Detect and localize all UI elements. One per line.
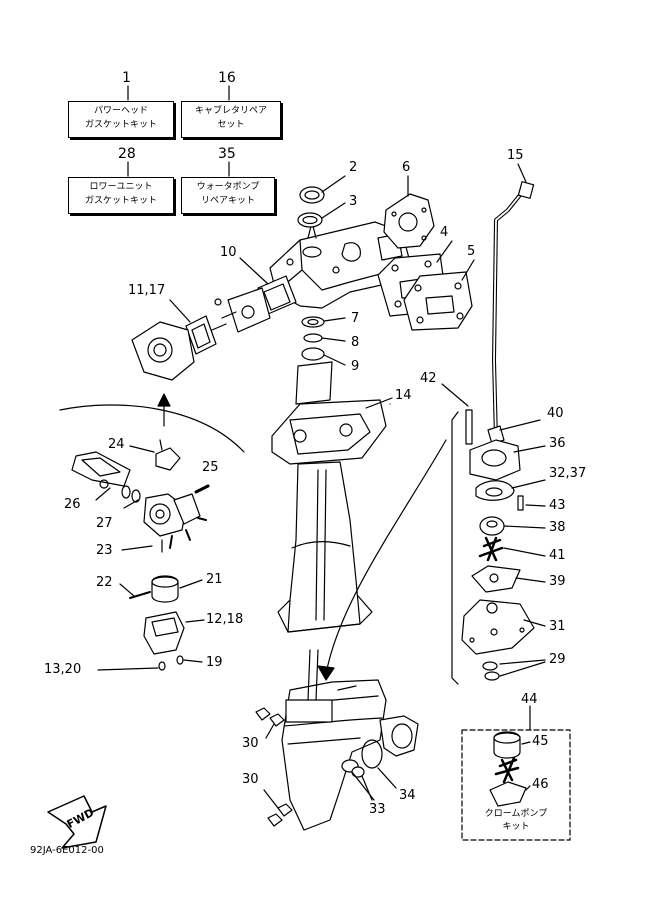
chrome-kit-line1: クロームポンプ <box>484 809 548 819</box>
chrome-pump-kit-label: クロームポンプ キット <box>462 808 570 834</box>
kit-line2: リペアキット <box>200 196 255 206</box>
kit-line1: パワーヘッド <box>93 106 148 116</box>
part-label-5: 5 <box>467 244 476 259</box>
kit-line1: ロワーユニット <box>89 182 153 192</box>
part-label-8: 8 <box>351 335 360 350</box>
part-label-40: 40 <box>547 406 564 421</box>
carburetor-parts <box>71 439 210 671</box>
chrome-pump-parts <box>489 731 531 807</box>
kit-box-carb-repair: キャブレタリペア セット <box>181 101 281 138</box>
kit-number-35: 35 <box>218 146 236 162</box>
part-label-4: 4 <box>440 225 449 240</box>
kit-tick-lines <box>127 85 230 177</box>
diagram-code: 92JA-6E012-00 <box>30 845 104 856</box>
kit-number-28: 28 <box>118 146 136 162</box>
part-label-27: 27 <box>96 516 113 531</box>
part-label-24: 24 <box>108 437 125 452</box>
part-label-6: 6 <box>402 160 411 175</box>
part-label-7: 7 <box>351 311 360 326</box>
lower-unit <box>255 649 419 831</box>
part-label-34: 34 <box>399 788 416 803</box>
part-label-2: 2 <box>349 160 358 175</box>
part-label-12-18: 12,18 <box>206 612 244 627</box>
part-label-33: 33 <box>369 802 386 817</box>
part-label-26: 26 <box>64 497 81 512</box>
part-label-3: 3 <box>349 194 358 209</box>
exhaust-covers <box>377 240 475 331</box>
part-label-42: 42 <box>420 371 437 386</box>
part-label-44: 44 <box>521 692 538 707</box>
kit-line2: ガスケットキット <box>84 196 157 206</box>
part-label-39: 39 <box>549 574 566 589</box>
part-label-15: 15 <box>507 148 524 163</box>
part-label-19: 19 <box>206 655 223 670</box>
part-label-10: 10 <box>220 245 237 260</box>
water-pump-group <box>441 383 546 685</box>
part-label-22: 22 <box>96 575 113 590</box>
part-label-21: 21 <box>206 572 223 587</box>
part-label-13-20: 13,20 <box>44 662 82 677</box>
part-label-41: 41 <box>549 548 566 563</box>
seal-parts <box>297 175 346 228</box>
part-label-45: 45 <box>532 734 549 749</box>
chrome-pump-kit-box <box>461 729 571 841</box>
part-label-9: 9 <box>351 359 360 374</box>
kit-box-lower-unit-gasket: ロワーユニット ガスケットキット <box>68 177 174 214</box>
part-label-23: 23 <box>96 543 113 558</box>
part-label-38: 38 <box>549 520 566 535</box>
kit-box-powerhead-gasket: パワーヘッド ガスケットキット <box>68 101 174 138</box>
water-tube <box>492 163 535 442</box>
kit-number-1: 1 <box>122 70 131 86</box>
part-label-29: 29 <box>549 652 566 667</box>
kit-number-16: 16 <box>218 70 236 86</box>
carb-bracket <box>59 393 245 453</box>
chrome-kit-line2: キット <box>502 822 530 832</box>
drive-shaft-housing <box>271 361 393 633</box>
intake-assembly <box>131 257 297 381</box>
part-label-30-upper: 30 <box>242 736 259 751</box>
part-label-43: 43 <box>549 498 566 513</box>
part-label-14: 14 <box>395 388 412 403</box>
kit-line1: ウォータポンプ <box>196 182 260 192</box>
cover-part-6 <box>383 175 435 249</box>
part-label-30-lower: 30 <box>242 772 259 787</box>
part-label-46: 46 <box>532 777 549 792</box>
part-label-11-17: 11,17 <box>128 283 166 298</box>
fwd-arrow-icon <box>47 795 107 849</box>
part-label-31: 31 <box>549 619 566 634</box>
kit-box-water-pump-repair: ウォータポンプ リペアキット <box>181 177 275 214</box>
part-label-36: 36 <box>549 436 566 451</box>
kit-line2: ガスケットキット <box>84 120 157 130</box>
part-label-25: 25 <box>202 460 219 475</box>
part-label-32-37: 32,37 <box>549 466 587 481</box>
kit-line1: キャブレタリペア <box>194 106 267 116</box>
kit-line2: セット <box>217 120 245 130</box>
routing-arrow <box>317 439 447 681</box>
shaft-seals <box>301 316 346 366</box>
